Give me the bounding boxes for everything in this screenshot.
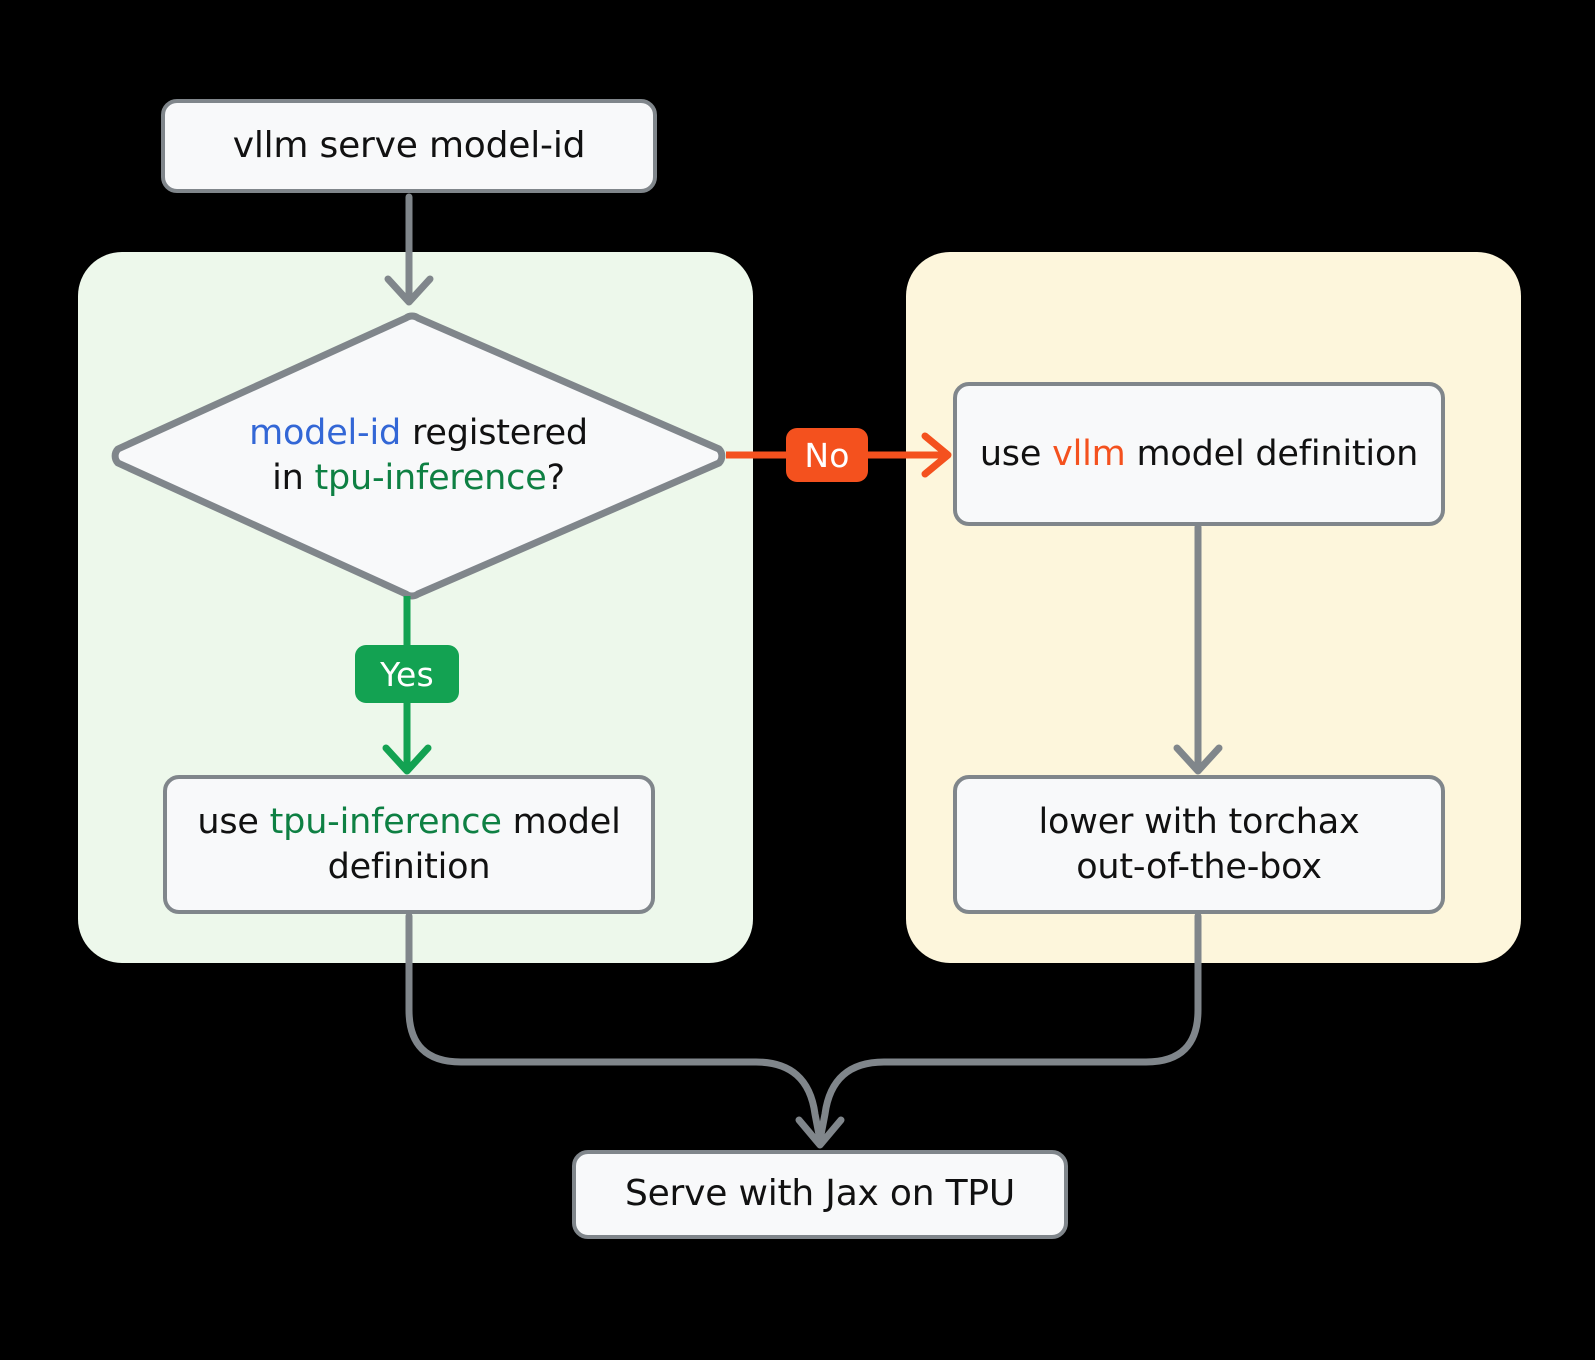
token-model-id: model-id	[249, 413, 402, 454]
token-vllm: vllm	[1052, 433, 1126, 474]
node-vllm-def-label: use vllm model definition	[979, 432, 1419, 477]
node-tpu-def-label: use tpu-inference model definition	[185, 800, 633, 890]
torchax-line1: lower with torchax	[1038, 801, 1360, 842]
node-decision-model-registered[interactable]: model-id registered in tpu-inference?	[112, 316, 725, 596]
edge-label-no: No	[786, 428, 868, 482]
node-decision-label: model-id registered in tpu-inference?	[112, 316, 725, 596]
edge-vllm-to-torchax	[1173, 523, 1223, 775]
edge-label-yes-text: Yes	[380, 654, 434, 694]
node-lower-with-torchax[interactable]: lower with torchax out-of-the-box	[953, 775, 1445, 914]
decision-diamond-shape	[111, 312, 726, 600]
node-use-tpu-inference-model-definition[interactable]: use tpu-inference model definition	[163, 775, 655, 914]
vllm-def-post: model definition	[1125, 433, 1419, 474]
token-tpu-inference-2: tpu-inference	[269, 801, 502, 842]
edge-decision-yes	[382, 596, 432, 775]
node-start-command[interactable]: vllm serve model-id	[161, 99, 657, 193]
edge-tpu-to-end	[405, 912, 824, 1144]
edge-label-yes: Yes	[355, 645, 459, 703]
edge-torchax-to-end	[795, 912, 1202, 1149]
decision-line2-post: ?	[546, 458, 566, 498]
vllm-def-pre: use	[979, 433, 1053, 474]
decision-line1-rest: registered	[401, 413, 588, 454]
node-torchax-label: lower with torchax out-of-the-box	[1039, 800, 1360, 890]
node-use-vllm-model-definition[interactable]: use vllm model definition	[953, 382, 1445, 526]
tpu-def-post: model definition	[327, 801, 621, 887]
decision-line2-pre: in	[272, 458, 315, 498]
node-serve-with-jax-on-tpu[interactable]: Serve with Jax on TPU	[572, 1150, 1068, 1239]
torchax-line2: out-of-the-box	[1076, 846, 1322, 887]
edge-label-no-text: No	[804, 435, 850, 475]
node-start-label: vllm serve model-id	[232, 124, 586, 166]
edge-start-to-decision	[384, 193, 434, 306]
token-tpu-inference: tpu-inference	[314, 458, 547, 498]
tpu-def-pre: use	[197, 801, 270, 842]
edge-decision-no	[726, 432, 952, 478]
node-end-label: Serve with Jax on TPU	[624, 1173, 1016, 1215]
